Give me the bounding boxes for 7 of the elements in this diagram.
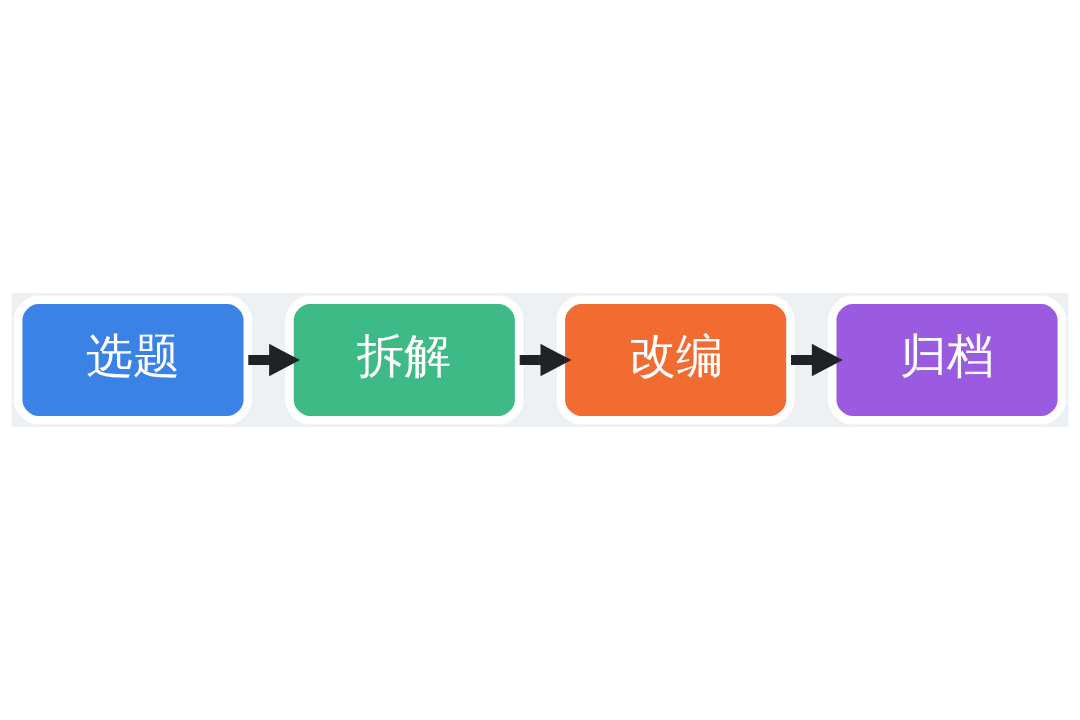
node-box: 归档	[828, 295, 1066, 425]
node-box: 拆解	[285, 295, 524, 425]
node-box: 选题	[14, 295, 252, 425]
arrow	[791, 343, 843, 377]
arrow	[248, 343, 301, 377]
node-box: 改编	[556, 295, 795, 425]
arrow	[519, 343, 572, 377]
